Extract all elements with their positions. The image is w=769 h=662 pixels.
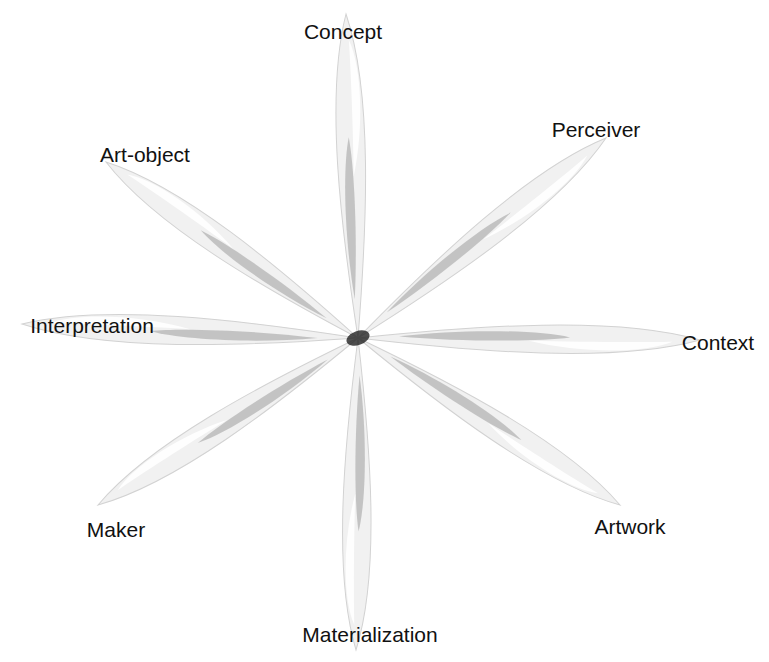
petal-highlight	[483, 155, 593, 246]
petal-shade	[196, 357, 331, 448]
petal-label: Artwork	[594, 515, 665, 538]
petal	[358, 324, 700, 354]
petal-body	[350, 326, 627, 517]
petal-shade	[197, 227, 328, 323]
petal-shade	[149, 328, 317, 344]
petal-shade	[355, 375, 365, 531]
petal-body	[342, 338, 372, 650]
petal-label: Perceiver	[552, 118, 641, 141]
petal-highlight	[483, 423, 598, 501]
petal-body	[332, 13, 372, 338]
petal	[21, 310, 358, 352]
petal-center	[344, 327, 371, 348]
petal-label: Interpretation	[30, 314, 154, 337]
petal	[350, 326, 627, 517]
petal-body	[349, 127, 615, 349]
petal-label: Concept	[304, 20, 382, 43]
petal-highlight	[345, 494, 355, 625]
petal-body	[21, 310, 358, 352]
petal-body	[358, 324, 700, 354]
petal-highlight	[113, 412, 227, 490]
petal-body	[90, 326, 365, 517]
petal-label: Maker	[87, 518, 145, 541]
petal-shade	[399, 331, 570, 341]
petal-shade	[388, 352, 524, 443]
petals	[21, 13, 700, 650]
petal-highlight	[127, 167, 238, 248]
petal-highlight	[529, 341, 673, 351]
petal	[349, 127, 615, 349]
petal-highlight	[349, 40, 363, 176]
petal-label: Materialization	[302, 623, 437, 646]
petal	[342, 338, 372, 650]
petal-label: Art-object	[100, 143, 190, 166]
petal	[332, 13, 372, 338]
petal-label: Context	[682, 331, 754, 354]
petal	[90, 326, 365, 517]
petal-shade	[383, 208, 513, 315]
